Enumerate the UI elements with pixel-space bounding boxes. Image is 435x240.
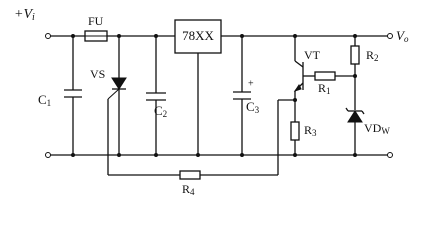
c3-label: C3 [246, 99, 260, 115]
vin-label: +Vi [14, 7, 35, 23]
resistor-r3 [290, 121, 300, 155]
resistor-r4-path [107, 99, 295, 176]
resistor-r1 [314, 71, 336, 81]
thyristor-vs [107, 36, 127, 155]
r4-label: R4 [182, 182, 195, 197]
resistor-r2 [350, 36, 360, 110]
ground-terminal-right [387, 152, 393, 158]
capacitor-c1 [64, 36, 82, 155]
c2-label: C2 [154, 103, 167, 119]
regulator-ic [174, 19, 222, 54]
c1-label: C1 [38, 92, 51, 108]
thyristor-label: VS [90, 67, 105, 81]
capacitor-c2 [146, 36, 166, 155]
regulator-schematic: +Vi FU 78XX Vo VT R1 R2 R3 R4 C1 C2 C3 +… [14, 7, 409, 197]
transistor-vt [293, 36, 315, 122]
r1-label: R1 [318, 81, 331, 96]
fuse-label: FU [88, 14, 104, 28]
ground-terminal-left [45, 152, 51, 158]
vin-terminal [45, 33, 51, 39]
r3-label: R3 [304, 123, 317, 138]
regulator-label: 78XX [182, 28, 214, 43]
transistor-label: VT [304, 48, 321, 62]
junction-dots [71, 34, 357, 157]
c3-plus-label: + [248, 78, 254, 89]
zener-label: VDW [364, 121, 390, 136]
zener-vdw [345, 107, 365, 155]
resistor-r4 [179, 170, 201, 180]
capacitor-c3 [233, 36, 251, 155]
vout-label: Vo [396, 28, 409, 44]
vout-terminal [387, 33, 393, 39]
r2-label: R2 [366, 48, 379, 63]
